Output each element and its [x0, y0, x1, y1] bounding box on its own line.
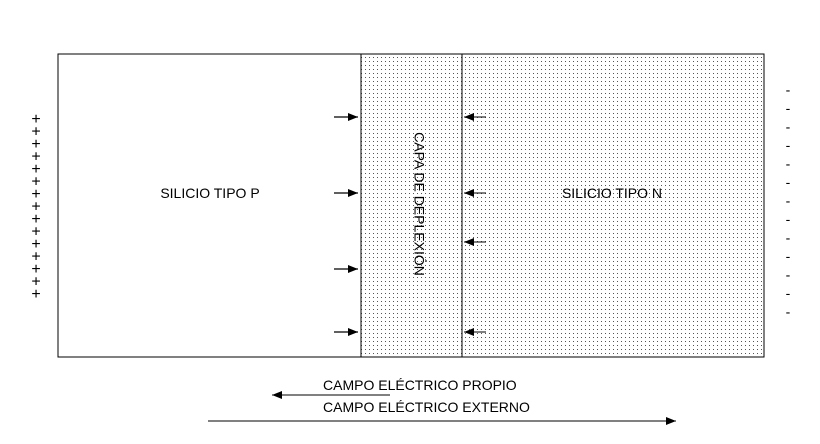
depletion-layer-label: CAPA DE DEPLEXIÓN: [411, 132, 427, 276]
positive-charge-symbol: +: [31, 199, 40, 216]
negative-charge-symbol: -: [786, 156, 791, 172]
positive-charge-symbol: +: [31, 161, 40, 178]
negative-charge-symbol: -: [786, 304, 791, 320]
positive-charge-symbol: +: [31, 211, 40, 228]
negative-charge-symbol: -: [786, 119, 791, 135]
negative-charge-symbol: -: [786, 230, 791, 246]
n-type-label: SILICIO TIPO N: [562, 185, 662, 201]
positive-charge-symbol: +: [31, 111, 40, 128]
negative-charge-symbol: -: [786, 285, 791, 301]
positive-charge-symbol: +: [31, 149, 40, 166]
positive-charge-symbol: +: [31, 261, 40, 278]
positive-charge-symbol: +: [31, 224, 40, 241]
positive-charge-symbol: +: [31, 174, 40, 191]
negative-charge-symbol: -: [786, 174, 791, 190]
external-field-label: CAMPO ELÉCTRICO EXTERNO: [323, 399, 530, 415]
negative-charge-symbol: -: [786, 193, 791, 209]
negative-charge-column: - - - - - - - - - - - - -: [786, 82, 791, 320]
n-type-region: [461, 53, 765, 358]
positive-charge-symbol: +: [31, 236, 40, 253]
positive-charge-symbol: +: [31, 249, 40, 266]
positive-charge-symbol: +: [31, 124, 40, 141]
negative-charge-symbol: -: [786, 137, 791, 153]
negative-charge-symbol: -: [786, 267, 791, 283]
positive-charge-symbol: +: [31, 186, 40, 203]
positive-charge-column: +++++++++++++++: [31, 111, 40, 303]
positive-charge-symbol: +: [31, 286, 40, 303]
negative-charge-symbol: -: [786, 100, 791, 116]
p-type-label: SILICIO TIPO P: [160, 185, 259, 201]
p-type-region: [57, 53, 362, 358]
depletion-layer-region: [360, 53, 463, 358]
negative-charge-symbol: -: [786, 248, 791, 264]
internal-field-label: CAMPO ELÉCTRICO PROPIO: [323, 377, 517, 393]
negative-charge-symbol: -: [786, 211, 791, 227]
negative-charge-symbol: -: [786, 82, 791, 98]
positive-charge-symbol: +: [31, 274, 40, 291]
positive-charge-symbol: +: [31, 136, 40, 153]
